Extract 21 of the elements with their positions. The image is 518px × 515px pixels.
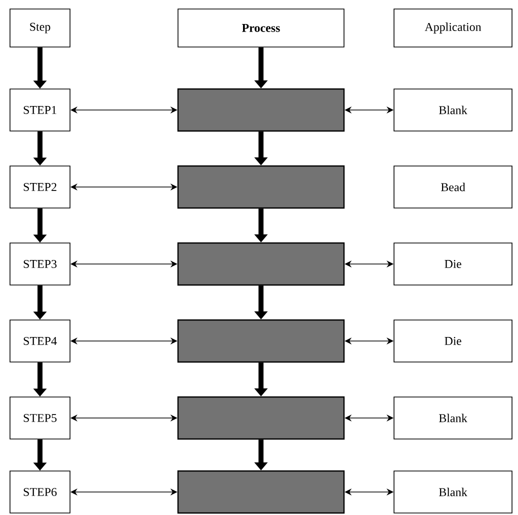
process-box: [177, 319, 345, 363]
step-box: STEP3: [10, 242, 70, 286]
application-box: Die: [394, 320, 512, 362]
process-box: [177, 396, 345, 440]
process-box: [177, 88, 345, 132]
process-box: [177, 242, 345, 286]
application-box: Die: [394, 242, 512, 286]
header-box: Step: [10, 8, 70, 48]
step-box: STEP6: [10, 470, 70, 514]
header-box: Application: [394, 8, 512, 48]
process-box: [177, 470, 345, 514]
header-box: Process: [178, 8, 344, 48]
step-box: STEP5: [10, 396, 70, 440]
process-box: [177, 165, 345, 209]
step-box: STEP2: [10, 166, 70, 208]
application-box: Bead: [394, 166, 512, 208]
application-box: Blank: [394, 88, 512, 132]
application-box: Blank: [394, 396, 512, 440]
step-box: STEP1: [10, 88, 70, 132]
application-box: Blank: [394, 470, 512, 514]
step-box: STEP4: [10, 320, 70, 362]
